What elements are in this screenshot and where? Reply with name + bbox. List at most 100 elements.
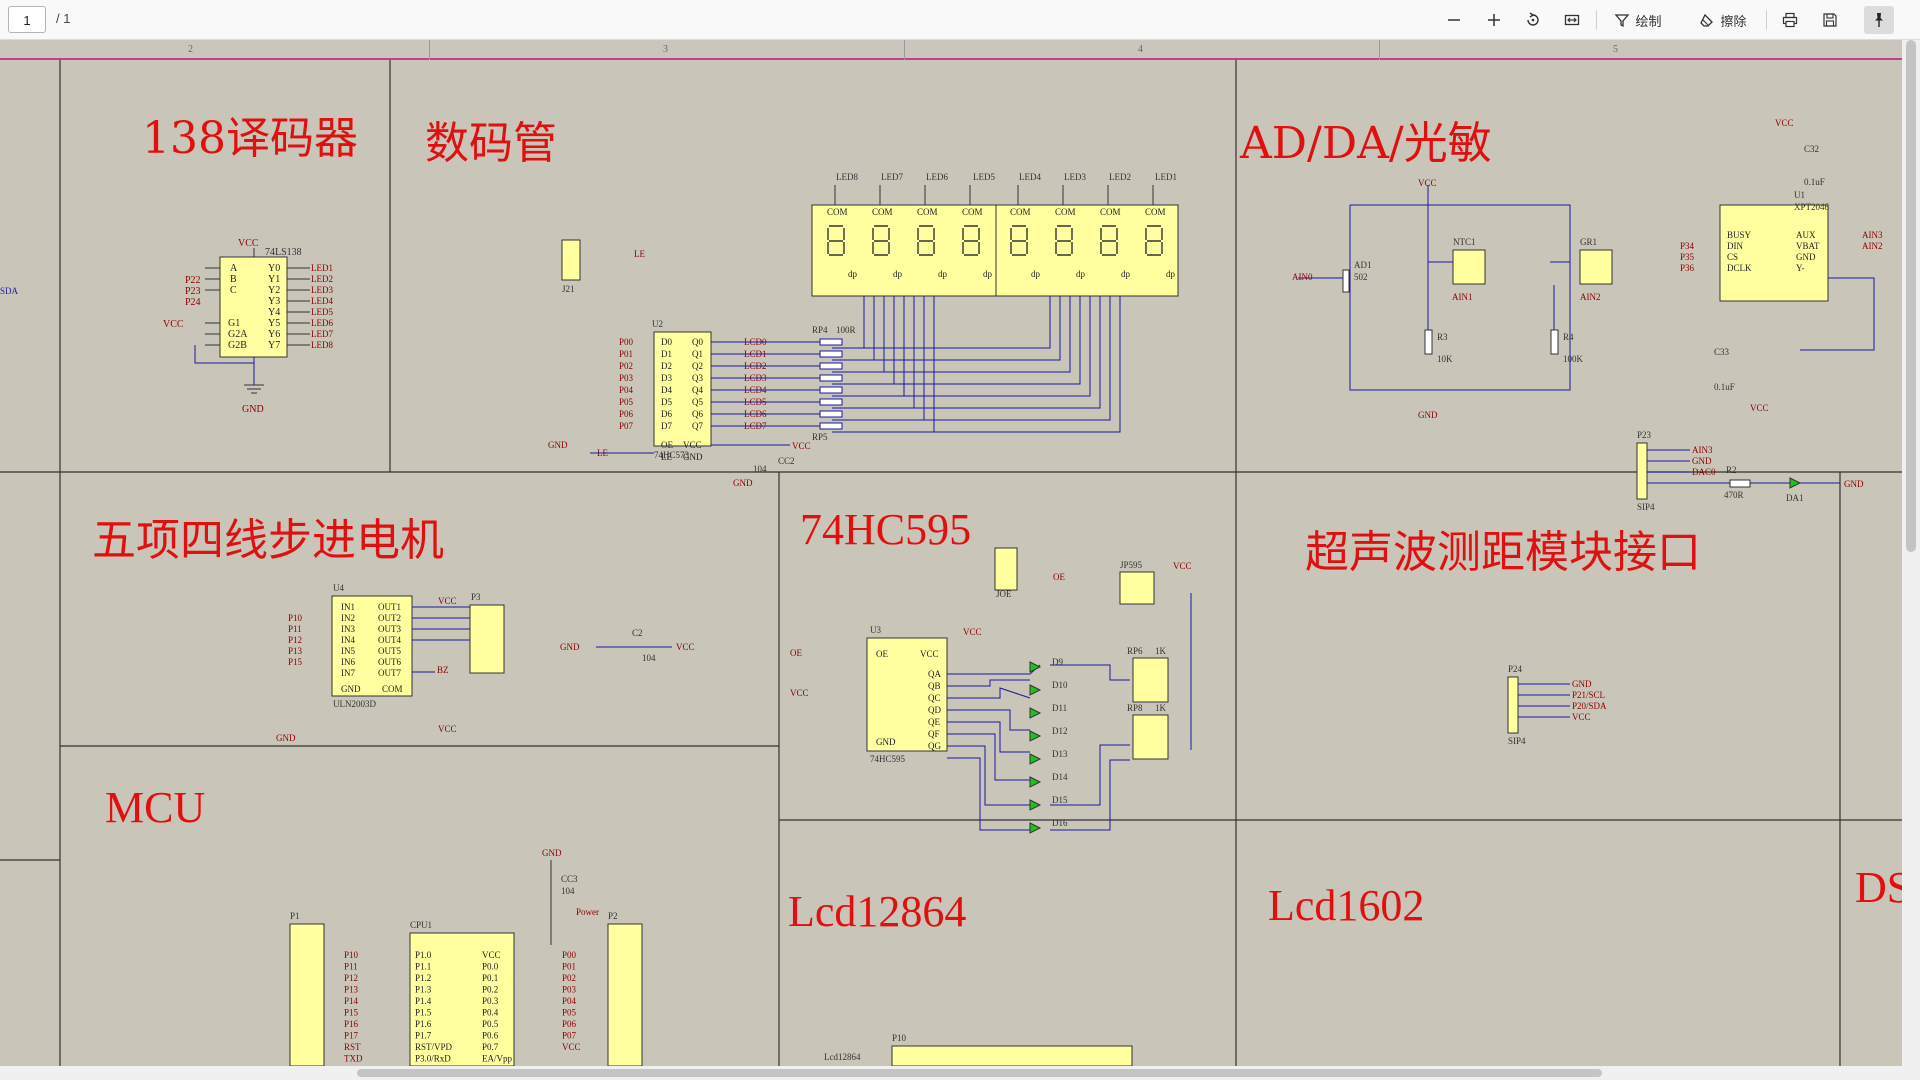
pin-label: OUT3 bbox=[378, 624, 401, 634]
page-number-input[interactable]: 1 bbox=[8, 6, 46, 33]
chip-label-74ls138: 74LS138 bbox=[265, 247, 302, 258]
led-label: LED1 bbox=[1155, 172, 1177, 182]
com-label: COM bbox=[1055, 207, 1076, 217]
vcc-label: VCC bbox=[676, 642, 695, 652]
rotate-button[interactable] bbox=[1519, 6, 1547, 34]
diode-label: D11 bbox=[1052, 703, 1067, 713]
pin-label: CS bbox=[1727, 252, 1738, 262]
erase-button[interactable]: 擦除 bbox=[1692, 6, 1754, 34]
resistor-pack-label: RP6 bbox=[1127, 646, 1143, 656]
vcc-label: VCC bbox=[963, 627, 982, 637]
net-label: P01 bbox=[562, 962, 576, 972]
decoder-output-net: LED4 bbox=[311, 296, 333, 306]
cpu-pin-label: P1.2 bbox=[415, 973, 431, 983]
svg-text:G1: G1 bbox=[228, 318, 240, 329]
capacitor-label: CC3 bbox=[561, 874, 578, 884]
net-label: AIN0 bbox=[1292, 272, 1313, 282]
vcc-label: VCC bbox=[238, 238, 259, 249]
net-label: P36 bbox=[1680, 263, 1695, 273]
save-button[interactable] bbox=[1816, 6, 1844, 34]
pin-label: IN1 bbox=[341, 602, 355, 612]
net-label: P07 bbox=[619, 421, 634, 431]
pin-label: QE bbox=[928, 717, 940, 727]
net-label: P10 bbox=[344, 950, 359, 960]
connector-label: JP595 bbox=[1120, 560, 1143, 570]
net-label: P34 bbox=[1680, 241, 1695, 251]
cpu-pin-label: RST/VPD bbox=[415, 1042, 453, 1052]
net-label: Power bbox=[576, 907, 599, 917]
chip-designator: U2 bbox=[652, 319, 663, 329]
svg-text:B: B bbox=[230, 274, 237, 285]
pin-label: QF bbox=[928, 729, 940, 739]
vcc-label: VCC bbox=[1418, 178, 1437, 188]
connector-label: P1 bbox=[290, 911, 300, 921]
toolbar-separator bbox=[1766, 10, 1767, 30]
vertical-scroll-thumb[interactable] bbox=[1906, 40, 1916, 552]
thermistor-label: NTC1 bbox=[1453, 237, 1476, 247]
horizontal-scroll-thumb[interactable] bbox=[357, 1069, 1602, 1077]
connector-label: P23 bbox=[1637, 430, 1652, 440]
net-label: P35 bbox=[1680, 252, 1695, 262]
chip-label-74hc595: 74HC595 bbox=[870, 754, 906, 764]
diode-label: D16 bbox=[1052, 818, 1068, 828]
capacitor-label: CC2 bbox=[778, 456, 795, 466]
fit-width-button[interactable] bbox=[1558, 6, 1586, 34]
cpu-pin-label: P0.3 bbox=[482, 996, 499, 1006]
svg-text:Y0: Y0 bbox=[268, 263, 280, 274]
led-label: DA1 bbox=[1786, 493, 1804, 503]
zone-mark: 4 bbox=[1138, 44, 1143, 55]
net-label: OE bbox=[790, 648, 802, 658]
pin-label: OUT4 bbox=[378, 635, 401, 645]
draw-button[interactable]: 绘制 bbox=[1608, 6, 1668, 34]
vcc-label: VCC bbox=[792, 441, 811, 451]
print-button[interactable] bbox=[1776, 6, 1804, 34]
net-label: AIN2 bbox=[1580, 292, 1601, 302]
connector-label: P3 bbox=[471, 592, 481, 602]
chip-designator: U4 bbox=[333, 583, 344, 593]
resistor-pack-label: RP8 bbox=[1127, 703, 1143, 713]
cpu-pin-label: P0.6 bbox=[482, 1031, 499, 1041]
gnd-label: GND bbox=[276, 733, 296, 743]
dp-label: dp bbox=[1166, 269, 1176, 279]
pin-label: OE bbox=[876, 649, 888, 659]
led-label: LED3 bbox=[1064, 172, 1086, 182]
gnd-label: GND bbox=[733, 478, 753, 488]
seven-segment-circuit: COM COM COM COM COM COM COM COM dp dp dp… bbox=[548, 172, 1179, 488]
net-label: P20/SDA bbox=[1572, 701, 1607, 711]
photoresistor-label: GR1 bbox=[1580, 237, 1597, 247]
svg-text:C: C bbox=[230, 285, 237, 296]
section-title-lcd12864: Lcd12864 bbox=[788, 887, 967, 936]
com-label: COM bbox=[962, 207, 983, 217]
resistor-pack-label: RP4 bbox=[812, 325, 828, 335]
zoom-in-button[interactable] bbox=[1480, 6, 1508, 34]
cpu-pin-label: P0.4 bbox=[482, 1008, 499, 1018]
net-label: P00 bbox=[619, 337, 634, 347]
pin-button[interactable] bbox=[1864, 6, 1894, 34]
zoom-out-button[interactable] bbox=[1440, 6, 1468, 34]
zone-mark: 2 bbox=[188, 44, 193, 55]
com-label: COM bbox=[1100, 207, 1121, 217]
capacitor-value: 104 bbox=[561, 886, 575, 896]
net-label: P05 bbox=[619, 397, 634, 407]
vcc-label: VCC bbox=[1173, 561, 1192, 571]
pin-label: Q5 bbox=[692, 397, 703, 407]
chip-label-xpt2046: XPT2046 bbox=[1794, 202, 1830, 212]
pin-label: Q0 bbox=[692, 337, 703, 347]
section-title-ultrasonic: 超声波测距模块接口 bbox=[1305, 527, 1701, 578]
capacitor-value: 0.1uF bbox=[1804, 177, 1825, 187]
net-label: GND bbox=[1692, 456, 1712, 466]
com-label: COM bbox=[1010, 207, 1031, 217]
decoder-output-net: LED1 bbox=[311, 263, 333, 273]
vertical-scrollbar[interactable] bbox=[1902, 40, 1920, 1066]
resistor-value: 1K bbox=[1155, 646, 1167, 656]
diode-label: D14 bbox=[1052, 772, 1068, 782]
net-label: P11 bbox=[344, 962, 358, 972]
com-label: COM bbox=[827, 207, 848, 217]
net-label: P03 bbox=[562, 985, 577, 995]
minus-icon bbox=[1448, 19, 1460, 21]
svg-text:Y4: Y4 bbox=[268, 307, 280, 318]
horizontal-scrollbar[interactable] bbox=[0, 1066, 1902, 1080]
